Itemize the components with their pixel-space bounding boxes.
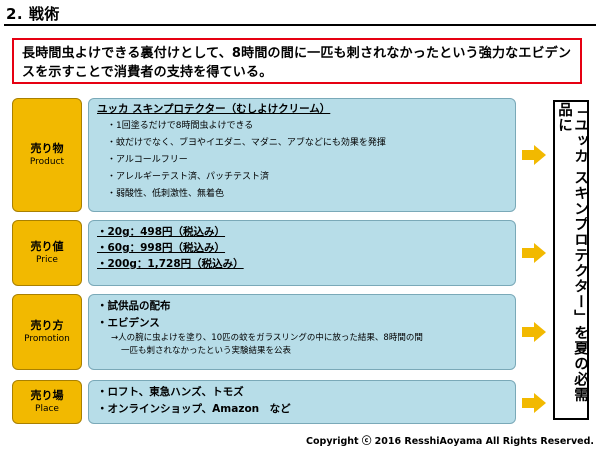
price-item: ・20g：498円（税込み） (97, 226, 226, 238)
title-divider (4, 24, 596, 26)
copyright-notice: Copyright ⓒ 2016 ResshiAoyama All Rights… (306, 436, 594, 447)
right-arrow-icon (522, 393, 546, 413)
promotion-item: ・試供品の配布 (97, 300, 171, 312)
price-label: 売り値 Price (12, 220, 82, 286)
promotion-label-en: Promotion (24, 334, 70, 344)
product-feature: ・アルコールフリー (107, 155, 188, 165)
price-details: ・20g：498円（税込み） ・60g：998円（税込み） ・200g：1,72… (88, 220, 516, 286)
product-feature: ・弱酸性、低刺激性、無着色 (107, 189, 225, 199)
place-label-jp: 売り場 (30, 389, 64, 402)
price-label-en: Price (36, 255, 58, 265)
product-feature: ・1回塗るだけで8時間虫よけできる (107, 121, 254, 131)
price-item: ・60g：998円（税込み） (97, 242, 226, 254)
product-label-en: Product (29, 157, 65, 167)
conclusion-text: 「ユッカ スキンプロテクター」を夏の必需品に (556, 102, 588, 403)
place-details: ・ロフト、東急ハンズ、トモズ ・オンラインショップ、Amazon など (88, 380, 516, 424)
lead-statement: 長時間虫よけできる裏付けとして、8時間の間に一匹も刺されなかったという強力なエビ… (12, 38, 582, 84)
right-arrow-icon (522, 145, 546, 165)
right-arrow-icon (522, 322, 546, 342)
right-arrow-icon (522, 243, 546, 263)
promotion-note: →人の腕に虫よけを塗り、10匹の蚊をガラスリングの中に放った結果、8時間の間 (111, 333, 423, 343)
product-name: ユッカ スキンプロテクター（むしよけクリーム） (97, 103, 331, 115)
product-details: ユッカ スキンプロテクター（むしよけクリーム） ・1回塗るだけで8時間虫よけでき… (88, 98, 516, 212)
product-label-jp: 売り物 (30, 142, 64, 155)
promotion-note: 一匹も刺されなかったという実験結果を公表 (121, 346, 292, 356)
promotion-label: 売り方 Promotion (12, 294, 82, 370)
place-label: 売り場 Place (12, 380, 82, 424)
product-feature: ・蚊だけでなく、ブヨやイエダニ、マダニ、アブなどにも効果を発揮 (107, 138, 386, 148)
promotion-details: ・試供品の配布 ・エビデンス →人の腕に虫よけを塗り、10匹の蚊をガラスリングの… (88, 294, 516, 370)
promotion-label-jp: 売り方 (30, 319, 64, 332)
price-label-jp: 売り値 (30, 240, 64, 253)
product-feature: ・アレルギーテスト済、パッチテスト済 (107, 172, 270, 182)
place-item: ・オンラインショップ、Amazon など (97, 403, 291, 415)
place-label-en: Place (35, 404, 59, 414)
product-label: 売り物 Product (12, 98, 82, 212)
price-item: ・200g：1,728円（税込み） (97, 258, 244, 270)
place-item: ・ロフト、東急ハンズ、トモズ (97, 386, 244, 398)
section-title: 2. 戦術 (6, 5, 60, 23)
promotion-item: ・エビデンス (97, 317, 160, 329)
conclusion-box: 「ユッカ スキンプロテクター」を夏の必需品に (553, 100, 589, 420)
